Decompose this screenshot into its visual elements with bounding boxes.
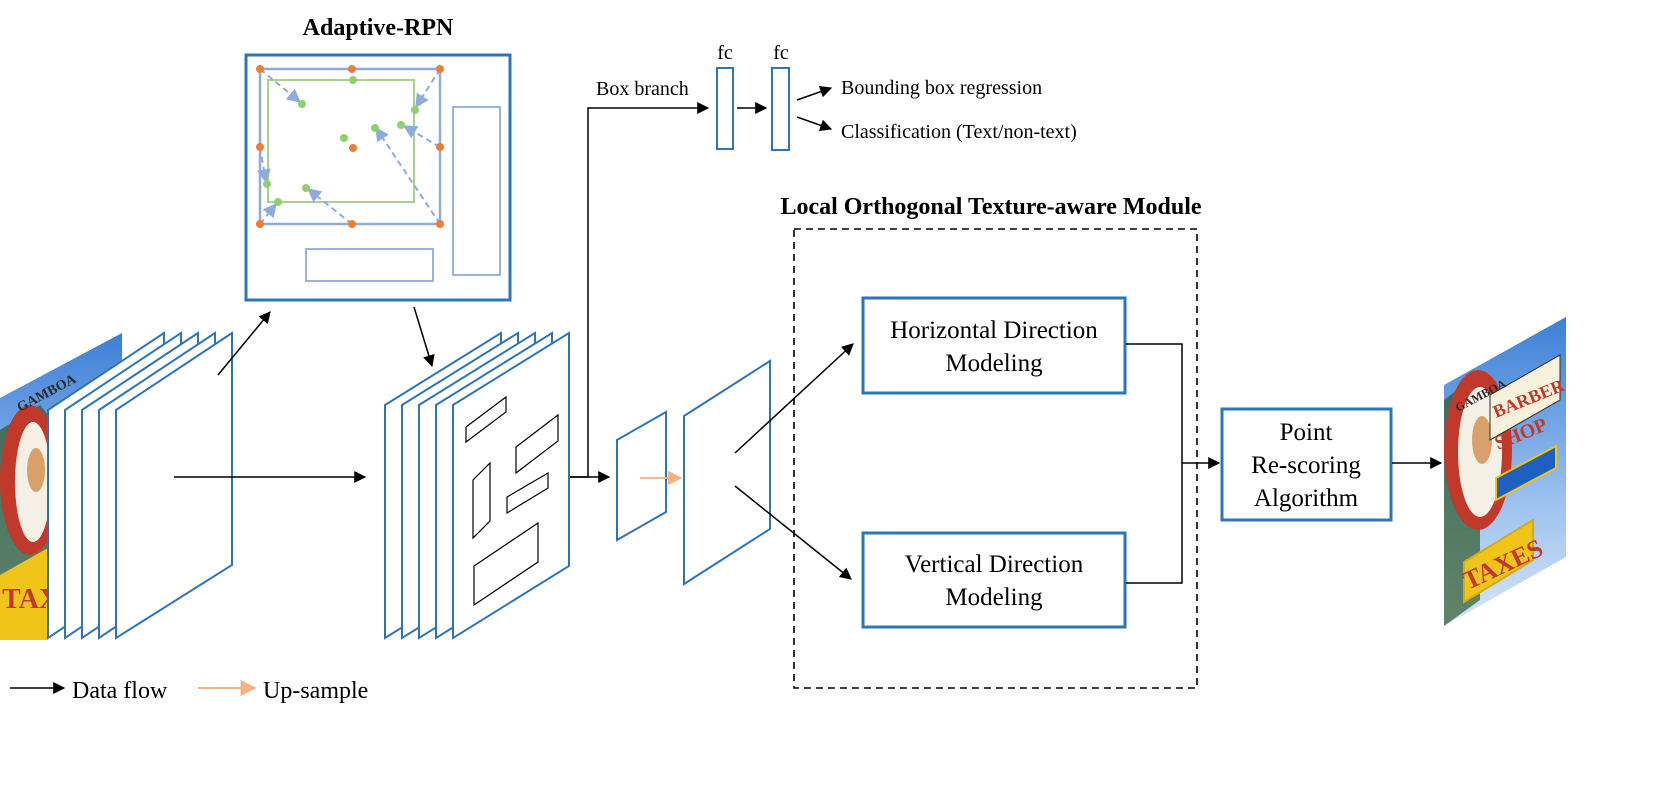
horizontal-direction-box: Horizontal Direction Modeling [861, 296, 1127, 395]
rpn-title: Adaptive-RPN [303, 15, 454, 41]
lotm-dashed-box [793, 228, 1198, 689]
arrow-to-vertical [734, 485, 852, 580]
vertical-line2: Modeling [945, 584, 1043, 611]
point-rescoring-box: Point Re-scoring Algorithm [1220, 407, 1393, 522]
arrow-to-horizontal [734, 343, 854, 454]
bbox-regression-label: Bounding box regression [841, 77, 1042, 99]
output-image: GAMBOA BARBER SHOP TAXES [1444, 317, 1568, 626]
fc2-label: fc [773, 42, 789, 64]
horizontal-line2: Modeling [945, 350, 1043, 377]
arrow-rpn-to-proposals [413, 306, 435, 368]
proposal-feature-stack [384, 331, 570, 640]
adaptive-rpn-box [244, 53, 512, 302]
arrow-to-classification [796, 116, 833, 132]
lotm-title: Local Orthogonal Texture-aware Module [780, 194, 1201, 220]
legend: Data flow Up-sample [10, 678, 368, 704]
vertical-direction-box: Vertical Direction Modeling [861, 531, 1127, 629]
rescoring-line3: Algorithm [1254, 485, 1359, 512]
horizontal-line1: Horizontal Direction [890, 317, 1098, 344]
legend-upsample-label: Up-sample [263, 678, 368, 704]
fc1-label: fc [717, 42, 733, 64]
rescoring-line1: Point [1280, 419, 1333, 446]
roi-feature [616, 410, 667, 542]
classification-label: Classification (Text/non-text) [841, 121, 1077, 143]
arrow-to-regression [796, 85, 833, 101]
merge-lines [1126, 343, 1183, 584]
vertical-line1: Vertical Direction [905, 551, 1084, 578]
legend-data-flow-label: Data flow [72, 678, 168, 704]
rescoring-line2: Re-scoring [1251, 452, 1361, 479]
upsampled-feature [683, 359, 771, 586]
fc1-layer [716, 67, 734, 150]
arrow-to-rpn [217, 311, 271, 376]
box-branch-label: Box branch [596, 78, 689, 100]
backbone-feature-stack [47, 331, 233, 640]
fc2-layer [771, 67, 790, 151]
